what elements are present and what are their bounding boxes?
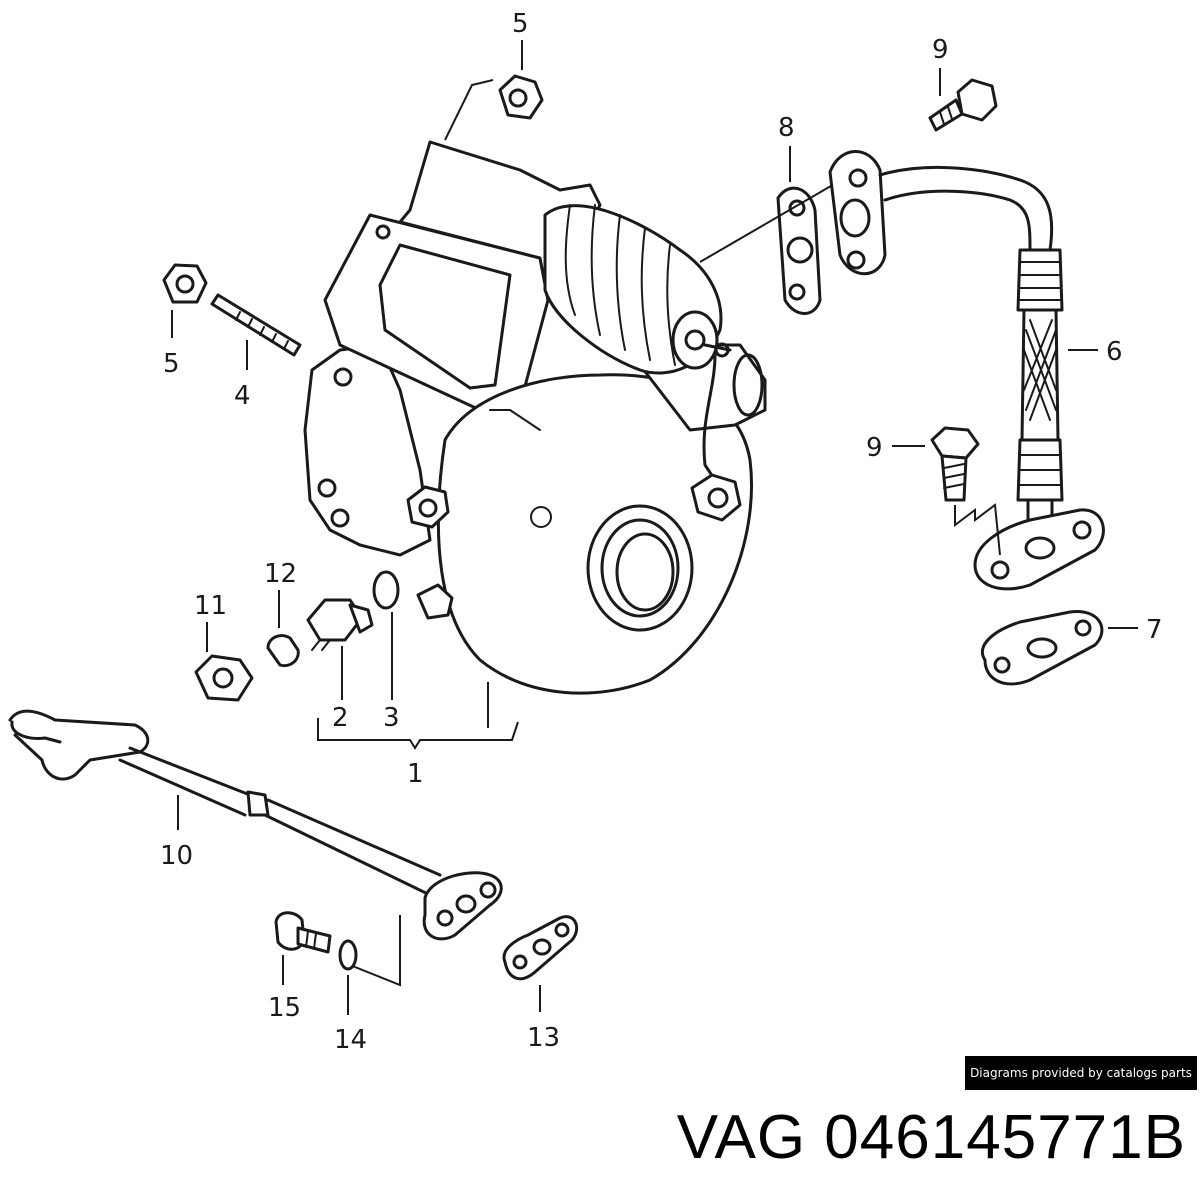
- nut-part-11: [194, 654, 254, 702]
- callout-3: 3: [383, 703, 400, 733]
- callout-14: 14: [334, 1025, 367, 1055]
- callout-15: 15: [268, 993, 301, 1023]
- bolt-part-9-top: [928, 78, 998, 132]
- bolt-part-9-lower: [930, 426, 1001, 556]
- callout-9-top: 9: [932, 35, 949, 65]
- seal-ring-part-3: [372, 570, 400, 610]
- callout-12: 12: [264, 559, 297, 589]
- oil-feed-pipe-part-6: [828, 150, 1105, 591]
- callout-2: 2: [332, 703, 349, 733]
- callout-4: 4: [234, 381, 251, 411]
- diagram-credit-banner: Diagrams provided by catalogs parts: [965, 1056, 1197, 1090]
- plug-part-12: [266, 634, 300, 668]
- gasket-part-7: [981, 610, 1104, 686]
- callout-8: 8: [778, 113, 795, 143]
- stud-part-4: [210, 293, 302, 357]
- callout-10: 10: [160, 841, 193, 871]
- bolt-part-15: [274, 911, 332, 954]
- callout-13: 13: [527, 1023, 560, 1053]
- callout-5-left: 5: [163, 349, 180, 379]
- callout-7: 7: [1146, 615, 1163, 645]
- callout-9-lower: 9: [866, 433, 883, 463]
- turbocharger-assembly: [303, 140, 767, 695]
- nut-part-5-left: [162, 263, 208, 304]
- part-number-title: VAG 046145771B: [676, 1103, 1186, 1172]
- seal-ring-part-14: [338, 939, 358, 971]
- callout-6: 6: [1106, 337, 1123, 367]
- callout-11: 11: [194, 591, 227, 621]
- callout-5-top: 5: [512, 9, 529, 39]
- callout-1: 1: [407, 759, 424, 789]
- oil-return-pipe-part-10: [8, 709, 503, 987]
- union-part-2: [306, 598, 374, 651]
- nut-part-5-top: [444, 74, 544, 141]
- gasket-part-8: [776, 186, 822, 315]
- gasket-part-13: [502, 915, 579, 981]
